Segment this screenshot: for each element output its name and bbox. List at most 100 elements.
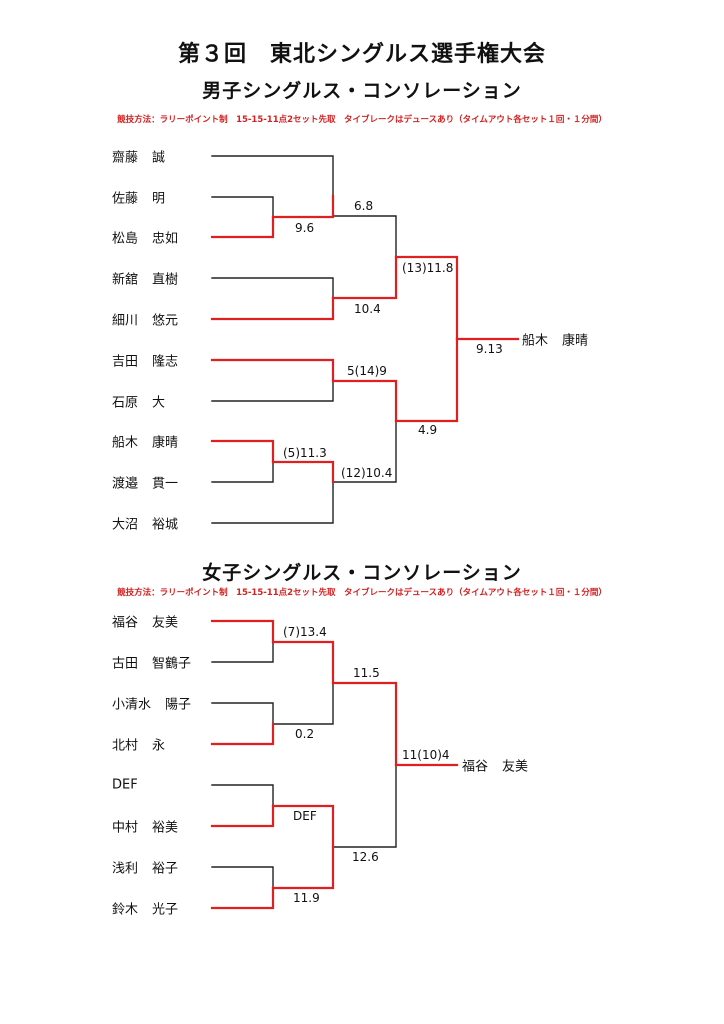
bracket-line	[211, 641, 274, 663]
bracket-win-line	[394, 255, 459, 341]
women-score-r1-a: (7)13.4	[283, 625, 327, 639]
bracket-win-line	[331, 379, 398, 423]
women-score-r1-b: 0.2	[295, 727, 315, 741]
winner-given: 康晴	[562, 333, 589, 349]
winner-given: 友美	[502, 759, 529, 775]
women-score-r2-a: 11.5	[353, 666, 380, 680]
player-family: 細川	[112, 313, 139, 329]
men-score-r2-d: (12)10.4	[341, 466, 393, 480]
player-given: 隆志	[152, 354, 179, 370]
bracket-win-line	[394, 337, 459, 423]
player-given: 裕子	[152, 861, 179, 877]
player-family: 鈴木	[112, 902, 139, 918]
player-given: 光子	[152, 902, 179, 918]
bracket-win-line	[271, 640, 335, 685]
player-given: 陽子	[165, 697, 192, 713]
men-score-r3-b: 4.9	[418, 423, 438, 437]
men-subtitle: 男子シングルス・コンソレーション	[202, 80, 522, 102]
men-player-3: 松島忠如	[112, 228, 178, 247]
player-given: 明	[152, 191, 166, 207]
bracket-line	[211, 155, 334, 197]
bracket-line	[211, 784, 274, 807]
women-score-r1-d: 11.9	[293, 891, 320, 905]
bracket-win-line	[210, 886, 275, 910]
bracket-win-line	[210, 215, 275, 239]
bracket-line	[211, 461, 274, 483]
bracket-win-line	[271, 460, 335, 484]
women-score-r1-c: DEF	[293, 809, 317, 823]
player-family: 齋藤	[112, 150, 139, 166]
men-player-6: 吉田隆志	[112, 351, 178, 370]
men-player-10: 大沼裕城	[112, 514, 178, 533]
bracket-line	[332, 764, 397, 848]
player-family: 大沼	[112, 517, 139, 533]
player-given: 康晴	[152, 435, 179, 451]
bracket-win-line	[271, 194, 335, 219]
women-player-1: 福谷友美	[112, 612, 178, 631]
women-player-4: 北村永	[112, 735, 165, 754]
men-score-r3-a: (13)11.8	[402, 261, 454, 275]
bracket-win-line	[210, 358, 335, 383]
bracket-win-line	[210, 722, 275, 746]
player-given: 永	[152, 738, 166, 754]
women-subtitle: 女子シングルス・コンソレーション	[202, 562, 522, 584]
player-given: 友美	[152, 615, 179, 631]
winner-family: 船木	[522, 333, 549, 349]
men-winner: 船木康晴	[522, 330, 588, 349]
player-given: 忠如	[152, 231, 179, 247]
bracket-win-line	[271, 845, 335, 890]
bracket-line	[332, 420, 397, 483]
player-given: 智鶴子	[152, 656, 192, 672]
men-score-final: 9.13	[476, 342, 503, 356]
women-player-2: 古田智鶴子	[112, 653, 191, 672]
women-winner: 福谷友美	[462, 756, 528, 775]
women-rules: 競技方法：ラリーポイント制 15-15-11点2セット先取 タイブレークはデュー…	[117, 588, 607, 598]
player-family: 北村	[112, 738, 139, 754]
bracket-win-line	[210, 804, 275, 828]
bracket-win-line	[210, 619, 275, 644]
bracket-win-line	[210, 296, 335, 321]
men-score-r2-b: 10.4	[354, 302, 381, 316]
player-family: 小清水	[112, 697, 152, 713]
men-player-1: 齋藤誠	[112, 147, 165, 166]
bracket-line	[211, 380, 334, 402]
men-player-7: 石原大	[112, 392, 165, 411]
men-player-8: 船木康晴	[112, 432, 178, 451]
page-title: 第３回 東北シングルス選手権大会	[177, 42, 546, 67]
player-family: 渡邉	[112, 476, 139, 492]
women-player-5: DEF	[112, 778, 152, 793]
player-family: 古田	[112, 656, 139, 672]
player-family: 松島	[112, 231, 139, 247]
bracket-line	[211, 481, 334, 524]
winner-family: 福谷	[462, 759, 489, 775]
player-given: 裕城	[152, 517, 179, 533]
bracket-line	[272, 682, 334, 725]
men-player-2: 佐藤明	[112, 188, 165, 207]
men-player-4: 新舘直樹	[112, 269, 178, 288]
men-score-r2-a: 6.8	[354, 199, 374, 213]
player-family: DEF	[112, 777, 138, 793]
bracket-line	[211, 702, 274, 725]
women-player-8: 鈴木光子	[112, 899, 178, 918]
men-score-r1-b: (5)11.3	[283, 446, 327, 460]
bracket-line	[211, 277, 334, 299]
bracket-win-line	[210, 439, 275, 464]
women-player-6: 中村裕美	[112, 817, 178, 836]
women-player-7: 浅利裕子	[112, 858, 178, 877]
women-score-final: 11(10)4	[402, 748, 450, 762]
bracket-win-line	[331, 681, 398, 767]
player-family: 新舘	[112, 272, 139, 288]
player-given: 悠元	[152, 313, 179, 329]
player-family: 石原	[112, 395, 139, 411]
bracket-win-line	[331, 255, 398, 300]
player-given: 裕美	[152, 820, 179, 836]
player-given: 直樹	[152, 272, 179, 288]
women-player-3: 小清水陽子	[112, 694, 191, 713]
men-score-r2-c: 5(14)9	[347, 364, 387, 378]
men-player-9: 渡邉貫一	[112, 473, 178, 492]
bracket-win-line	[271, 804, 335, 849]
player-family: 船木	[112, 435, 139, 451]
player-family: 中村	[112, 820, 139, 836]
men-player-5: 細川悠元	[112, 310, 178, 329]
